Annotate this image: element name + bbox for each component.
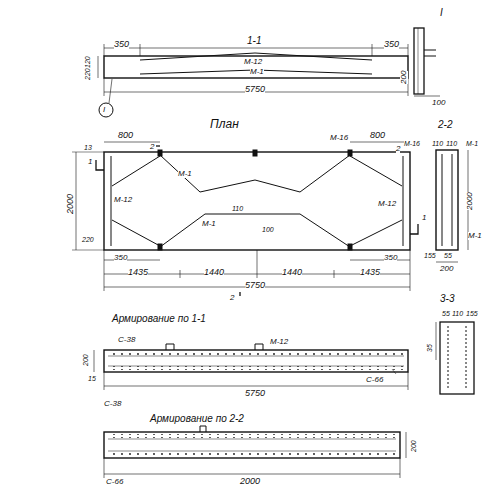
- drawing-label: М-1: [250, 68, 264, 76]
- drawing-label: Армирование по 1-1: [112, 314, 206, 324]
- drawing-label: М-1: [178, 170, 192, 178]
- dimension-value: 1: [422, 214, 426, 222]
- dimension-value: 155: [424, 252, 436, 259]
- drawing-label: М-12: [114, 196, 132, 204]
- drawing-label: М-16: [330, 134, 348, 142]
- drawing-label: I: [103, 106, 105, 114]
- dimension-value: 2000: [466, 192, 474, 210]
- drawing-label: М-12: [270, 338, 288, 346]
- dimension-value: 1: [88, 158, 92, 166]
- drawing-label: I: [440, 8, 443, 18]
- drawing-label: 2-2: [438, 120, 452, 130]
- dimension-value: 110: [232, 205, 243, 212]
- drawing-label: М-12: [378, 200, 396, 208]
- dimension-value: 55: [442, 310, 450, 317]
- dimension-value: 800: [370, 131, 385, 140]
- dimension-value: 200: [440, 265, 453, 273]
- drawing-label: 3-3: [440, 294, 454, 304]
- dimension-value: 110: [446, 140, 457, 147]
- dimension-value: 200: [410, 440, 417, 452]
- dimension-value: 1440: [204, 268, 224, 277]
- dimension-value: 800: [118, 131, 133, 140]
- dimension-value: 5750: [245, 389, 265, 398]
- dimension-value: 1440: [282, 268, 302, 277]
- dimension-value: 350: [114, 40, 129, 49]
- drawing-label: М-1: [202, 220, 216, 228]
- drawing-label: План: [210, 118, 239, 130]
- drawing-label: С-38: [118, 336, 135, 344]
- drawing-label: М-1: [468, 232, 482, 240]
- drawing-label: С-66: [366, 376, 383, 384]
- drawing-label: С-38: [104, 400, 121, 408]
- dimension-value: 100: [262, 226, 274, 233]
- dimension-value: 200: [82, 354, 89, 366]
- dimension-value: 13: [84, 144, 92, 151]
- dimension-value: 35: [426, 344, 433, 352]
- drawing-label: Армирование по 2-2: [150, 414, 244, 424]
- drawing-label: М-16: [404, 140, 420, 147]
- dimension-value: 350: [384, 254, 397, 262]
- dimension-value: 100: [432, 99, 445, 107]
- dimension-value: 1435: [360, 268, 380, 277]
- dimension-value: 120: [84, 56, 91, 68]
- dimension-value: 5750: [245, 85, 265, 94]
- dimension-value: 2000: [240, 477, 260, 486]
- dimension-value: 2000: [66, 194, 75, 214]
- dimension-value: 5750: [245, 281, 265, 290]
- drawing-label: С-66: [106, 478, 123, 486]
- dimension-value: 2: [396, 145, 400, 153]
- dimension-value: 110: [432, 140, 443, 147]
- dimension-value: 1435: [128, 268, 148, 277]
- drawing-label: М-1: [466, 140, 478, 147]
- dimension-value: 155: [466, 310, 478, 317]
- dimension-value: 220: [82, 236, 94, 243]
- dimension-value: 200: [400, 71, 408, 84]
- dimension-value: 350: [114, 254, 127, 262]
- dimension-value: 15: [88, 375, 96, 382]
- drawing-label: М-12: [244, 58, 262, 66]
- dimension-value: 2: [230, 294, 234, 302]
- dimension-value: 350: [384, 40, 399, 49]
- dimension-value: 220: [84, 68, 91, 80]
- drawing-label: 1-1: [247, 36, 261, 46]
- dimension-value: 2: [150, 143, 154, 151]
- dimension-value: 55: [444, 252, 452, 259]
- dimension-value: 110: [452, 310, 463, 317]
